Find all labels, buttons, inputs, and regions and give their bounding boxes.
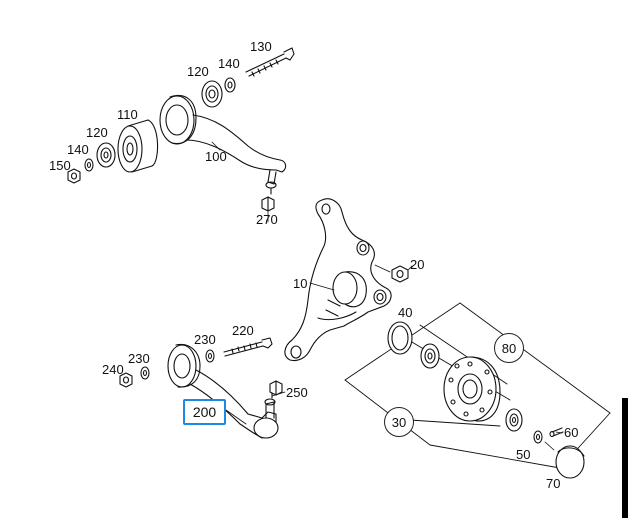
label-110[interactable]: 110 — [117, 107, 138, 122]
label-20[interactable]: 20 — [410, 257, 425, 272]
wheel-hub-80[interactable] — [443, 356, 501, 422]
label-250[interactable]: 250 — [286, 385, 308, 400]
label-240[interactable]: 240 — [102, 362, 124, 377]
label-30[interactable]: 30 — [384, 407, 414, 437]
label-140-left[interactable]: 140 — [67, 142, 89, 157]
bearing-50[interactable] — [505, 408, 523, 432]
label-140-top[interactable]: 140 — [218, 56, 240, 71]
bushing-110[interactable] — [117, 119, 159, 173]
highlighted-label-200[interactable]: 200 — [183, 399, 226, 425]
wheel-bearing[interactable] — [420, 343, 440, 369]
label-130[interactable]: 130 — [250, 39, 272, 54]
bushing-120-left[interactable] — [96, 142, 116, 168]
label-120-top[interactable]: 120 — [187, 64, 209, 79]
label-270[interactable]: 270 — [256, 212, 278, 227]
leader-lines — [211, 141, 563, 451]
label-40[interactable]: 40 — [398, 305, 413, 320]
label-230-left[interactable]: 230 — [128, 351, 150, 366]
upper-control-arm[interactable] — [159, 95, 287, 195]
nut-270[interactable] — [261, 196, 275, 212]
hub-washer[interactable] — [533, 430, 543, 444]
label-220[interactable]: 220 — [232, 323, 254, 338]
label-80[interactable]: 80 — [494, 333, 524, 363]
nut-150[interactable] — [67, 168, 81, 184]
dust-cap-70[interactable] — [555, 445, 585, 479]
bolt-220[interactable] — [223, 337, 273, 357]
label-10[interactable]: 10 — [293, 276, 308, 291]
nut-250[interactable] — [269, 380, 283, 396]
label-60[interactable]: 60 — [564, 425, 579, 440]
label-100[interactable]: 100 — [205, 149, 227, 164]
label-120-left[interactable]: 120 — [86, 125, 108, 140]
scrollbar-edge — [622, 398, 628, 518]
label-70[interactable]: 70 — [546, 476, 561, 491]
label-150[interactable]: 150 — [49, 158, 71, 173]
bushing-120-top[interactable] — [201, 80, 223, 108]
steering-knuckle[interactable] — [284, 198, 392, 362]
bolt-20[interactable] — [391, 265, 409, 283]
washer-140-left[interactable] — [84, 158, 94, 172]
label-230-top[interactable]: 230 — [194, 332, 216, 347]
label-50[interactable]: 50 — [516, 447, 531, 462]
washer-230-left[interactable] — [140, 366, 150, 380]
bolt-130[interactable] — [245, 47, 295, 77]
lower-control-arm[interactable] — [167, 343, 279, 439]
washer-230-top[interactable] — [205, 349, 215, 363]
nut-240[interactable] — [119, 372, 133, 388]
washer-140-top[interactable] — [224, 77, 236, 93]
seal-ring-40[interactable] — [387, 321, 413, 355]
